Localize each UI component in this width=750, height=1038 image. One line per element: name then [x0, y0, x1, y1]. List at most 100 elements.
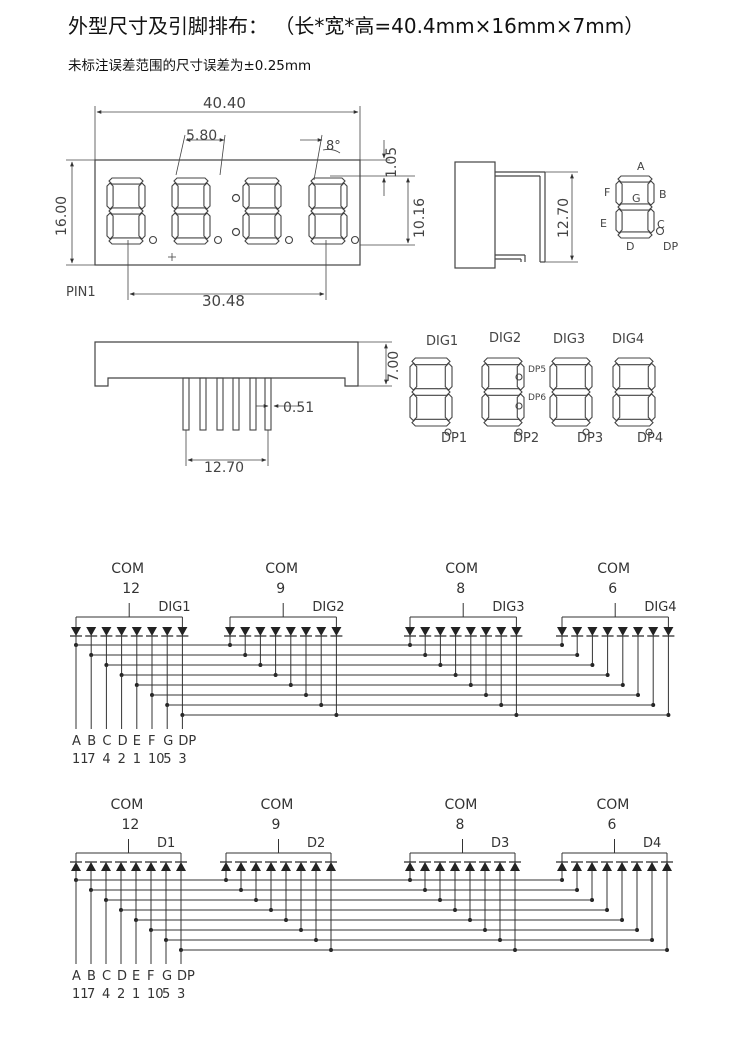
- segment-pin-c: 4: [102, 987, 110, 1002]
- seg-label-a: A: [637, 160, 645, 173]
- segment-b: [444, 362, 453, 391]
- label-digits: [409, 357, 656, 436]
- segment-c: [647, 208, 655, 234]
- diode-f: [145, 861, 157, 932]
- segment-label-a: A: [72, 969, 81, 984]
- dim-slant-label: 8°: [326, 139, 341, 154]
- front-view-labels: 40.40 5.80 8° 1.05 16.00 10.16 30.48 PIN…: [54, 94, 428, 310]
- diode-b: [571, 627, 584, 657]
- pin1-label: PIN1: [66, 285, 96, 300]
- segment-e: [308, 212, 316, 240]
- segment-d: [244, 237, 280, 245]
- segment-b: [138, 182, 146, 210]
- colon-dp6-dot: [515, 402, 523, 410]
- diode-a: [404, 627, 416, 647]
- com-label: COM: [445, 797, 478, 813]
- bottom-view: [94, 341, 392, 466]
- diode-d: [449, 627, 462, 677]
- segment-g: [173, 207, 209, 215]
- segment-e: [549, 393, 558, 422]
- dp5-label: DP5: [528, 365, 546, 375]
- segment-map: [615, 175, 665, 239]
- segment-a: [483, 357, 523, 366]
- dp4-label: DP4: [637, 431, 663, 446]
- label-digit-3: [549, 357, 593, 427]
- seg-label-b: B: [659, 188, 667, 201]
- dp1-label: DP1: [441, 431, 467, 446]
- seg-label-d: D: [626, 240, 634, 253]
- diode-b: [419, 627, 432, 657]
- diode-e: [280, 861, 292, 922]
- segment-c: [516, 393, 525, 422]
- segment-a: [551, 357, 591, 366]
- segment-f: [171, 182, 179, 210]
- segment-f: [481, 362, 490, 391]
- front-digit-2: [171, 177, 211, 245]
- segment-pin-a: 11: [72, 987, 89, 1002]
- dig4-label: DIG4: [612, 332, 644, 347]
- segment-b: [647, 362, 656, 391]
- dig1-label: DIG1: [426, 334, 458, 349]
- diode-f: [479, 861, 491, 932]
- diode-d: [449, 861, 461, 912]
- digit-label: D3: [491, 836, 509, 851]
- digit-labels: DIG1 DIG2 DIG3 DIG4 DP1 DP2 DP3 DP4 DP5 …: [426, 331, 663, 446]
- segment-pin-e: 1: [132, 987, 140, 1002]
- diode-dp: [510, 627, 523, 717]
- diode-c: [434, 861, 446, 902]
- diode-dp: [325, 861, 337, 952]
- segment-b: [274, 182, 282, 210]
- com-label: COM: [111, 561, 144, 577]
- dig2-label: DIG2: [489, 331, 521, 346]
- segment-e: [481, 393, 490, 422]
- diode-a: [404, 861, 416, 882]
- bottom-dim-pin-span: 12.70: [204, 460, 244, 476]
- segment-pin-dp: 3: [178, 752, 186, 767]
- com-pin-label: 12: [122, 817, 140, 833]
- colon-dp5-dot: [515, 373, 523, 381]
- diode-a: [220, 861, 232, 882]
- segment-f: [409, 362, 418, 391]
- dp6-label: DP6: [528, 393, 546, 403]
- com-label: COM: [261, 797, 294, 813]
- segment-label-g: G: [162, 969, 172, 984]
- segment-pin-dp: 3: [177, 987, 185, 1002]
- segment-g: [310, 207, 346, 215]
- segment-f: [106, 182, 114, 210]
- segment-map-glyph: [615, 175, 655, 239]
- segment-e: [409, 393, 418, 422]
- segment-b: [516, 362, 525, 391]
- label-dp-dot-3: [582, 428, 590, 436]
- diode-c: [250, 861, 262, 902]
- diode-g: [647, 627, 660, 707]
- segment-e: [106, 212, 114, 240]
- digit-label: DIG1: [158, 600, 190, 615]
- diode-g: [161, 627, 174, 707]
- segment-map-digit: [615, 175, 655, 239]
- diode-c: [254, 627, 267, 667]
- segment-a: [173, 177, 209, 185]
- com-pin-label: 9: [276, 581, 285, 597]
- digit-label-view: [409, 357, 656, 436]
- segment-d: [617, 231, 653, 239]
- bottom-pin-5: [249, 377, 257, 431]
- bottom-view-labels: 7.00 0.51 12.70: [204, 351, 402, 476]
- diode-e: [464, 627, 477, 687]
- bottom-dim-pin-width: 0.51: [283, 400, 314, 416]
- segment-g: [614, 388, 654, 396]
- segment-c: [203, 212, 211, 240]
- diode-f: [631, 861, 643, 932]
- diode-c: [100, 861, 112, 902]
- com-pin-label: 9: [272, 817, 281, 833]
- segment-f: [615, 180, 623, 206]
- segment-label-dp: DP: [177, 969, 195, 984]
- diode-e: [284, 627, 297, 687]
- segment-f: [549, 362, 558, 391]
- dig3-label: DIG3: [553, 332, 585, 347]
- com-pin-label: 8: [456, 581, 465, 597]
- diode-dp: [330, 627, 343, 717]
- segment-b: [203, 182, 211, 210]
- diode-c: [100, 627, 113, 667]
- segment-d: [173, 237, 209, 245]
